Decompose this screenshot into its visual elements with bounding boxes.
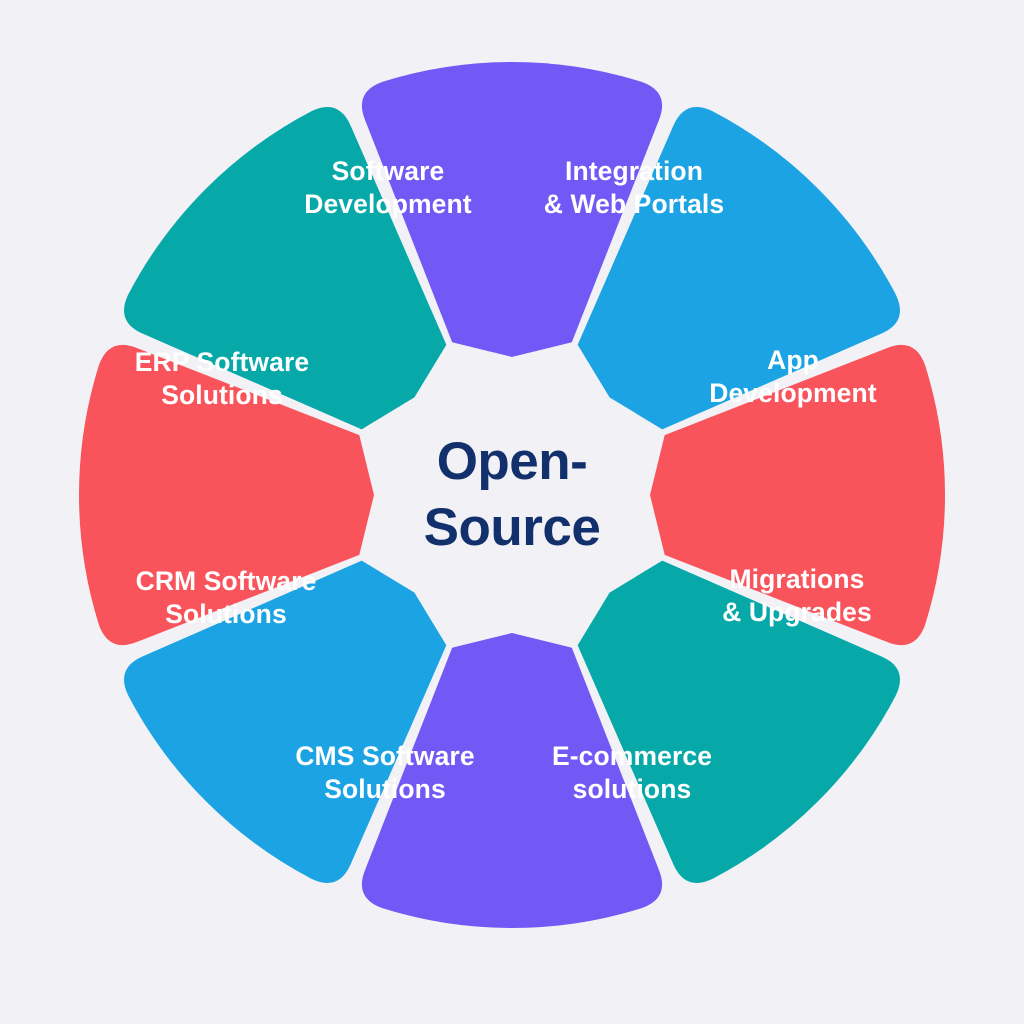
segment-label-line: Solutions bbox=[324, 774, 446, 804]
center-title-line-1: Open- bbox=[437, 432, 588, 491]
wheel-segment-crm-software-solutions[interactable] bbox=[124, 560, 447, 883]
segment-label-line: App bbox=[767, 345, 819, 375]
segment-label-line: Development bbox=[304, 189, 472, 219]
segment-label-line: Development bbox=[709, 378, 877, 408]
segment-label-line: Solutions bbox=[161, 380, 283, 410]
wheel-segments bbox=[78, 61, 946, 929]
wheel-segment-integration-web-portals[interactable] bbox=[361, 61, 663, 358]
segment-label-line: CRM Software bbox=[136, 566, 317, 596]
segment-label-line: Migrations bbox=[730, 564, 865, 594]
wheel-segment-software-development[interactable] bbox=[124, 107, 447, 430]
wheel-segment-cms-software-solutions[interactable] bbox=[361, 633, 663, 929]
wheel-segment-migrations-upgrades[interactable] bbox=[650, 344, 946, 646]
segment-label-line: & Web Portals bbox=[544, 189, 724, 219]
segment-label-line: Software bbox=[332, 156, 445, 186]
segment-label-line: Solutions bbox=[165, 599, 287, 629]
segment-label-line: ERP Software bbox=[135, 347, 310, 377]
segment-label-line: Integration bbox=[565, 156, 703, 186]
segment-label-migrations-upgrades: Migrations& Upgrades bbox=[722, 564, 872, 627]
segment-label-integration-web-portals: Integration& Web Portals bbox=[544, 156, 724, 219]
wheel-segment-e-commerce-solutions[interactable] bbox=[577, 560, 900, 883]
segment-label-line: solutions bbox=[573, 774, 692, 804]
wheel-segment-app-development[interactable] bbox=[577, 107, 900, 430]
segment-label-line: & Upgrades bbox=[722, 597, 872, 627]
segment-label-line: E-commerce bbox=[552, 741, 712, 771]
wheel-segment-erp-software-solutions[interactable] bbox=[78, 344, 374, 646]
wheel-center-title: Open- Source bbox=[424, 432, 601, 557]
center-title-line-2: Source bbox=[424, 498, 601, 557]
segment-label-line: CMS Software bbox=[295, 741, 474, 771]
